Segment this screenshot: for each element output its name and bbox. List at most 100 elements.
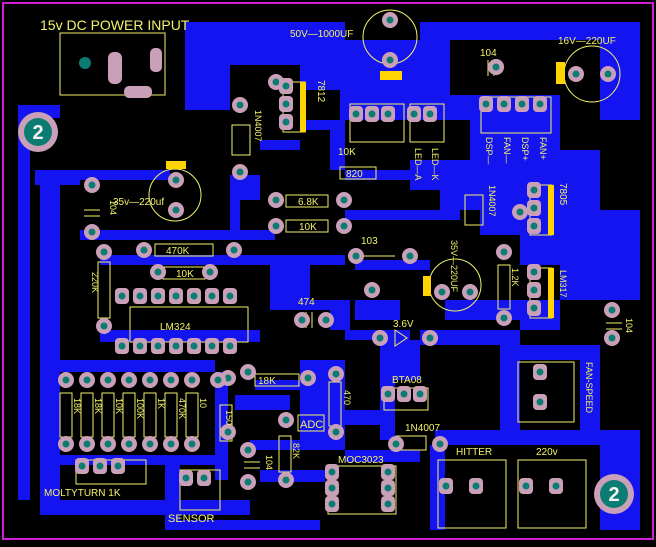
diode-top-outline bbox=[231, 124, 251, 156]
header-pad-drill bbox=[530, 304, 538, 312]
pad-drill bbox=[172, 176, 180, 184]
zener-symbol bbox=[394, 329, 408, 347]
header-pad-drill bbox=[352, 110, 360, 118]
pad-drill bbox=[167, 376, 175, 384]
label-led-a: LED—A bbox=[413, 148, 423, 181]
label-fan-minus: FAN— bbox=[502, 137, 512, 164]
polarity-tabs bbox=[166, 62, 565, 318]
label-res-row-3: 10K bbox=[114, 398, 124, 414]
header-pad-drill bbox=[114, 462, 122, 470]
pad-drill bbox=[608, 306, 616, 314]
label-104d: 104 bbox=[264, 455, 274, 470]
pad-drill bbox=[236, 168, 244, 176]
pad-drill bbox=[104, 376, 112, 384]
label-res-820: 820 bbox=[346, 169, 363, 180]
pad-drill bbox=[322, 316, 330, 324]
pad-drill bbox=[83, 376, 91, 384]
pad-drill bbox=[188, 376, 196, 384]
tab-lm317 bbox=[548, 268, 554, 318]
label-res-row-6: 470K bbox=[177, 398, 187, 419]
pad-drill bbox=[332, 428, 340, 436]
pad-drill bbox=[376, 334, 384, 342]
label-cap-mid: 35V—220UF bbox=[449, 240, 459, 293]
pad-drill bbox=[244, 368, 252, 376]
header-pad-drill bbox=[442, 482, 450, 490]
pad-drill bbox=[492, 63, 500, 71]
label-sensor: SENSOR bbox=[168, 513, 215, 525]
label-res-row-2: 18K bbox=[93, 398, 103, 414]
header-pad-drill bbox=[368, 110, 376, 118]
dsp-fan-header-outline bbox=[480, 96, 552, 134]
header-pad-drill bbox=[384, 390, 392, 398]
board-outline bbox=[2, 2, 654, 540]
res-68k-outline bbox=[285, 194, 329, 208]
pad-drill bbox=[88, 181, 96, 189]
pad-drill bbox=[100, 248, 108, 256]
pad-drill bbox=[172, 206, 180, 214]
header-pad-drill bbox=[522, 482, 530, 490]
label-cap-left: 35v—220uf bbox=[113, 197, 164, 208]
header-pad-drill bbox=[328, 468, 336, 476]
pad-drill bbox=[167, 440, 175, 448]
label-res-220k: 220K bbox=[90, 272, 100, 293]
header-pad-drill bbox=[190, 292, 198, 300]
header-pad-drill bbox=[530, 222, 538, 230]
pad-drill bbox=[272, 196, 280, 204]
header-pad-drill bbox=[182, 474, 190, 482]
header-pad-drill bbox=[384, 500, 392, 508]
sheet-mark-2: 2 bbox=[608, 484, 619, 506]
header-pad-drill bbox=[518, 100, 526, 108]
header-pad-drill bbox=[118, 292, 126, 300]
labels-layer: 15v DC POWER INPUT 50V—1000UF 16V—220UF … bbox=[40, 17, 634, 525]
pad-drill bbox=[272, 78, 280, 86]
pad-drill bbox=[214, 376, 222, 384]
label-pot-10k: 10K bbox=[338, 147, 356, 158]
label-diode-top: 1N4007 bbox=[253, 110, 263, 142]
header-pad-drill bbox=[172, 292, 180, 300]
pad-drill bbox=[406, 252, 414, 260]
pad-drill bbox=[244, 446, 252, 454]
label-opto: MOC3023 bbox=[338, 455, 384, 466]
header-pad-drill bbox=[536, 398, 544, 406]
pad-drill bbox=[436, 440, 444, 448]
fan-speed-outline bbox=[517, 361, 575, 423]
label-multiturn: MOLTYTURN 1K bbox=[44, 488, 121, 499]
pad-drill bbox=[146, 376, 154, 384]
label-104a: 104 bbox=[108, 200, 118, 215]
header-pad-drill bbox=[426, 110, 434, 118]
pad-drill bbox=[125, 440, 133, 448]
label-zener: 3.6V bbox=[393, 319, 414, 330]
pad-drill bbox=[352, 252, 360, 260]
header-pad-drill bbox=[410, 110, 418, 118]
pad-drill bbox=[608, 334, 616, 342]
header-pad-drill bbox=[208, 342, 216, 350]
pad-drill bbox=[224, 374, 232, 382]
res-820-outline bbox=[339, 166, 377, 180]
pad-drill bbox=[426, 334, 434, 342]
pad-drill bbox=[386, 16, 394, 24]
led-header-outline bbox=[409, 103, 445, 143]
header-pad-drill bbox=[190, 342, 198, 350]
label-lm324: LM324 bbox=[160, 322, 191, 333]
label-led-k: LED—K bbox=[430, 148, 440, 181]
label-res-150: 150 bbox=[224, 410, 234, 425]
label-lm317: LM317 bbox=[558, 270, 568, 298]
header-pad-drill bbox=[530, 268, 538, 276]
res-10k-mid-outline bbox=[285, 219, 329, 233]
header-pad-drill bbox=[482, 100, 490, 108]
pad-drill bbox=[466, 288, 474, 296]
header-pad-drill bbox=[536, 368, 544, 376]
pad-drill bbox=[282, 476, 290, 484]
header-pad-drill bbox=[154, 342, 162, 350]
label-res-82k: 82K bbox=[291, 443, 301, 459]
jack-pin-1 bbox=[108, 52, 122, 84]
pad-drill bbox=[340, 222, 348, 230]
label-hitter: HITTER bbox=[456, 447, 492, 458]
header-pad-drill bbox=[226, 342, 234, 350]
sensor-outline bbox=[179, 469, 221, 511]
res-12k-outline bbox=[497, 264, 511, 310]
hitter-terminal-outline bbox=[437, 459, 507, 529]
header-pad-drill bbox=[226, 292, 234, 300]
